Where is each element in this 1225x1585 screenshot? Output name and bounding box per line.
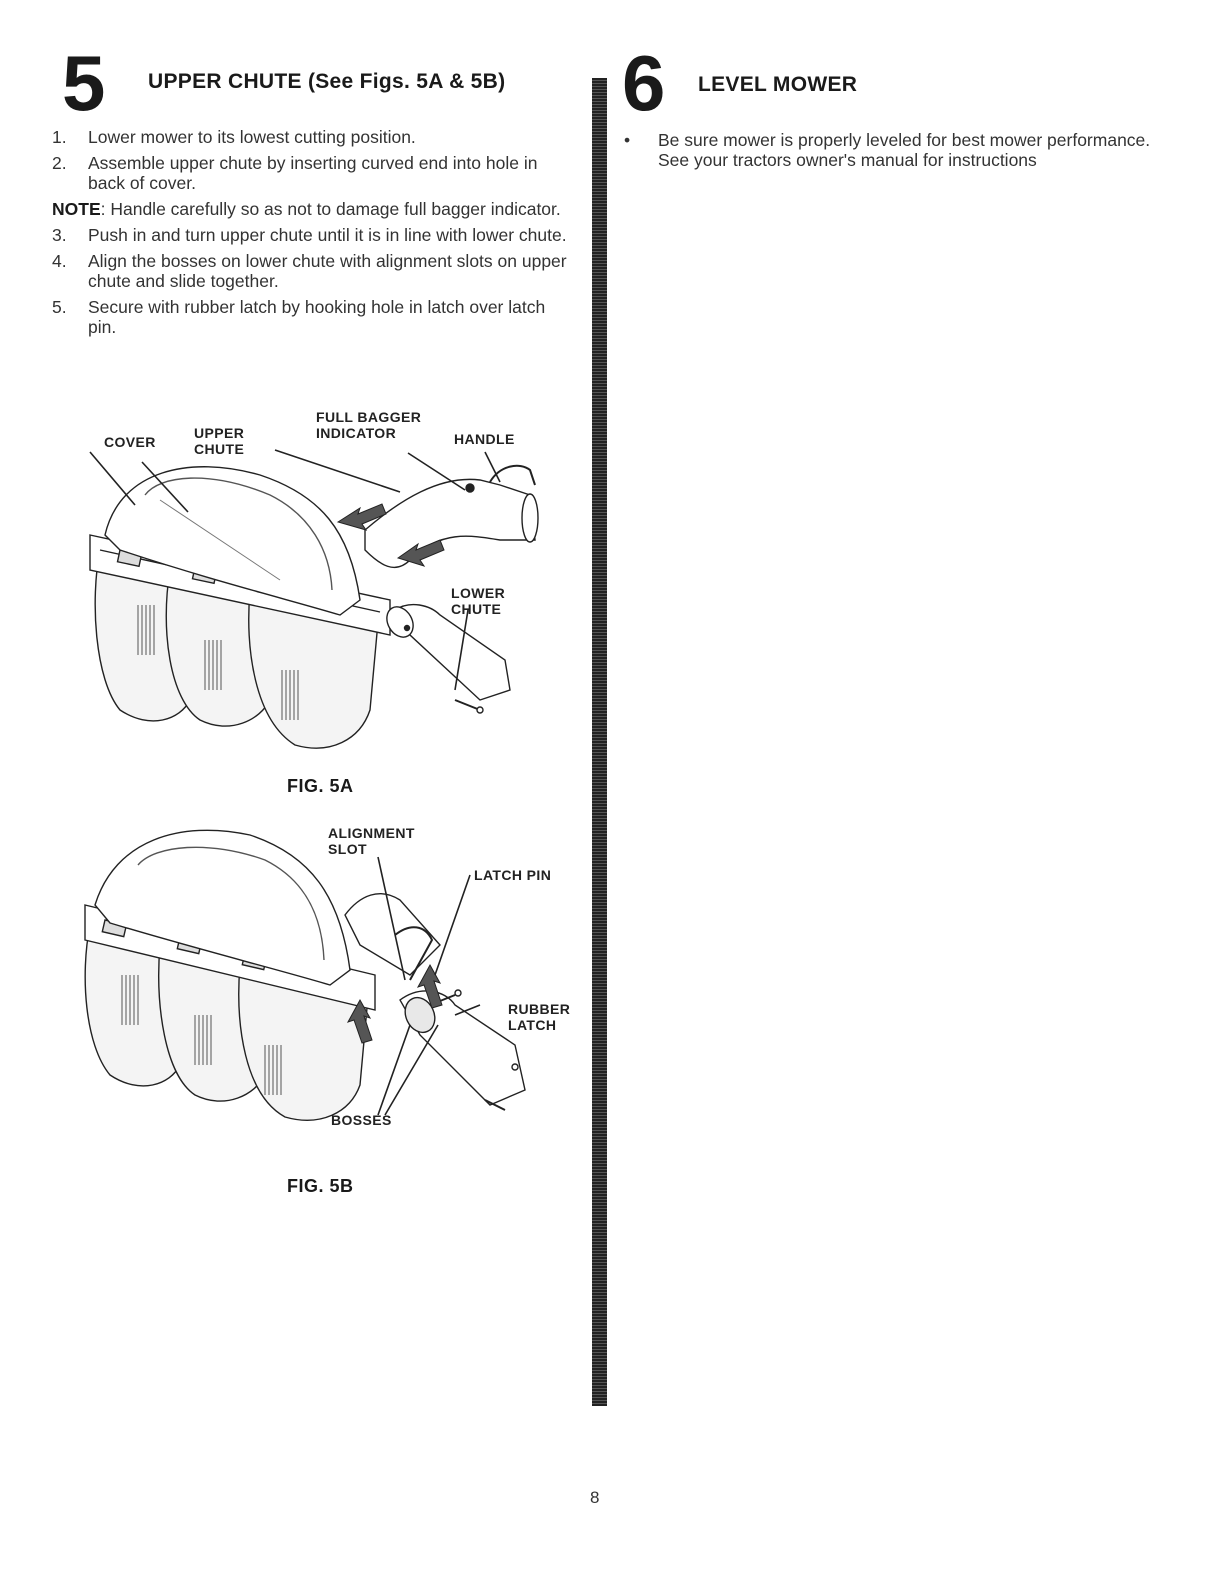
step-item-4: 4.Align the bosses on lower chute with a… bbox=[52, 251, 567, 291]
step-list-b: 3.Push in and turn upper chute until it … bbox=[52, 225, 574, 337]
step-list-a: 1.Lower mower to its lowest cutting posi… bbox=[52, 127, 574, 193]
callout-upper-chute: UPPER CHUTE bbox=[194, 425, 245, 457]
step-6-number: 6 bbox=[622, 39, 666, 127]
bullet-text: Be sure mower is properly leveled for be… bbox=[658, 130, 1151, 170]
step-6-title: LEVEL MOWER bbox=[698, 73, 858, 96]
note-text: : Handle carefully so as not to damage f… bbox=[100, 199, 561, 219]
callout-lower-chute: LOWER CHUTE bbox=[451, 585, 506, 617]
page-number: 8 bbox=[590, 1488, 600, 1507]
bullet-dot: • bbox=[624, 130, 631, 150]
step-6-bullet: • Be sure mower is properly leveled for … bbox=[622, 130, 1164, 170]
fig-5a-illustration bbox=[89, 449, 539, 749]
callout-rubber-latch: RUBBER LATCH bbox=[508, 1001, 571, 1033]
fig-5b-caption: FIG. 5B bbox=[287, 1176, 354, 1196]
step-item-5: 5.Secure with rubber latch by hooking ho… bbox=[52, 297, 546, 337]
fig-5b-illustration bbox=[84, 829, 526, 1121]
callout-cover: COVER bbox=[104, 434, 156, 450]
step-item-1: 1.Lower mower to its lowest cutting posi… bbox=[52, 127, 416, 147]
step-item-3: 3.Push in and turn upper chute until it … bbox=[52, 225, 567, 245]
step-5-number: 5 bbox=[62, 39, 106, 127]
fig-5a-caption: FIG. 5A bbox=[287, 776, 354, 796]
column-divider bbox=[592, 78, 607, 1406]
note-label: NOTE bbox=[52, 199, 101, 219]
callout-bosses: BOSSES bbox=[331, 1112, 392, 1128]
callout-latch-pin: LATCH PIN bbox=[474, 867, 552, 883]
step-item-2: 2.Assemble upper chute by inserting curv… bbox=[52, 153, 538, 193]
step-5-title: UPPER CHUTE (See Figs. 5A & 5B) bbox=[148, 70, 506, 93]
callout-full-bagger-indicator: FULL BAGGER INDICATOR bbox=[316, 409, 422, 441]
step-5-instructions: 1.Lower mower to its lowest cutting posi… bbox=[52, 127, 574, 343]
callout-alignment-slot: ALIGNMENT SLOT bbox=[328, 825, 415, 857]
note-paragraph: NOTE: Handle carefully so as not to dama… bbox=[52, 199, 574, 219]
callout-handle: HANDLE bbox=[454, 431, 515, 447]
